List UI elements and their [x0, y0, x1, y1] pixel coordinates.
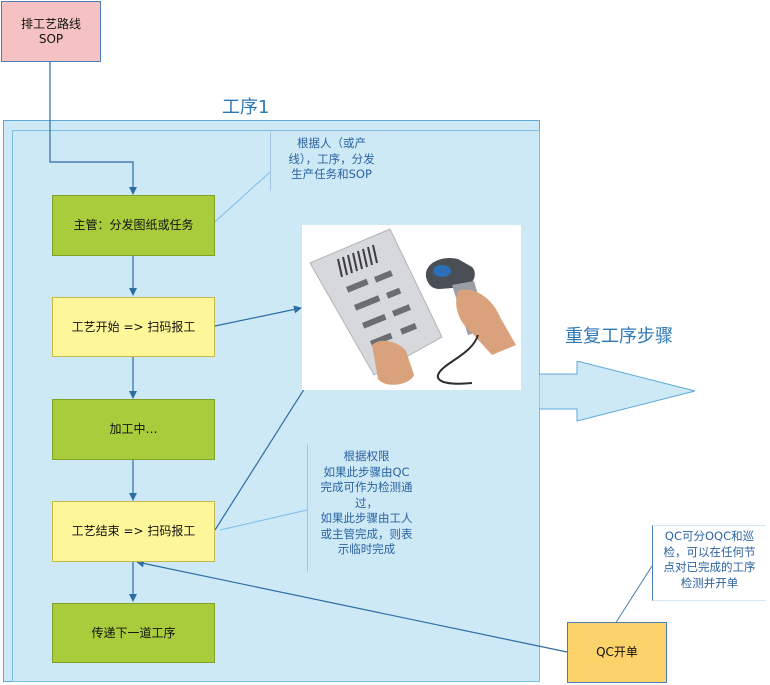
qc-order-box[interactable]: QC开单 [567, 622, 667, 683]
repeat-label: 重复工序步骤 [565, 326, 673, 347]
barcode-scanner-icon [309, 228, 516, 385]
repeat-arrow [539, 361, 696, 422]
note-qc-line: 检，可以在任何节 [663, 544, 756, 559]
note-qc-callout-line [614, 565, 653, 625]
note-permissions-line: 根据权限 [343, 449, 390, 463]
note-top: 根据人（或产 线），工序，分发 生产任务和SOP [270, 131, 392, 191]
note-permissions-line: 如果此步骤由工人 [320, 511, 413, 526]
note-permissions-line: 完成可作为检测通 [320, 480, 413, 495]
step-assign-task[interactable]: 主管：分发图纸或任务 [52, 195, 215, 256]
step-processing[interactable]: 加工中… [52, 399, 215, 460]
note-top-line: 线），工序，分发 [288, 151, 375, 166]
note-qc-line: 点对已完成的工序 [663, 560, 756, 575]
note-permissions-line: 如果此步骤由QC [323, 464, 410, 479]
sop-box-line1: 排工艺路线 [20, 16, 81, 31]
step-pass-next[interactable]: 传递下一道工序 [52, 603, 215, 663]
panel-title: 工序1 [222, 97, 270, 118]
step-process-end[interactable]: 工艺结束 => 扫码报工 [52, 501, 215, 562]
sop-box: 排工艺路线 SOP [1, 1, 101, 62]
sop-box-line2: SOP [38, 31, 64, 46]
note-top-line: 生产任务和SOP [291, 167, 372, 182]
note-permissions-line: 过， [355, 495, 378, 510]
note-qc: QC可分OQC和巡 检，可以在任何节 点对已完成的工序 检测并开单 [652, 525, 766, 601]
note-qc-line: QC可分OQC和巡 [664, 529, 755, 543]
note-permissions: 根据权限 如果此步骤由QC 完成可作为检测通 过， 如果此步骤由工人 或主管完成… [307, 444, 425, 572]
note-top-line: 根据人（或产 [297, 136, 366, 150]
step-process-start[interactable]: 工艺开始 => 扫码报工 [52, 297, 215, 357]
note-permissions-line: 或主管完成，则表 [320, 526, 413, 541]
note-qc-line: 检测并开单 [680, 575, 739, 590]
barcode-scan-photo [302, 225, 521, 390]
note-permissions-line: 示临时完成 [337, 542, 396, 557]
